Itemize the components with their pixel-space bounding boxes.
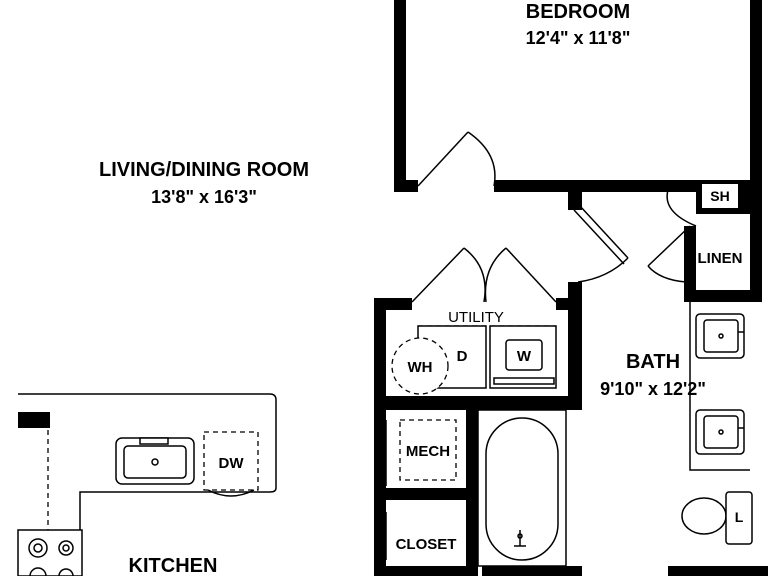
utility-door-left-swing [463, 247, 486, 303]
bedroom-right-wall [750, 0, 762, 212]
utility-door-right-leaf [505, 247, 557, 303]
bath-size: 9'10" x 12'2" [600, 379, 706, 399]
bath-fixtures: L [477, 302, 753, 567]
kitchen-sink-basin [123, 445, 187, 479]
vanity-sink-1-drain [718, 333, 724, 339]
toilet-tank [725, 491, 753, 545]
burner-2-inner [62, 544, 70, 552]
range [17, 529, 83, 576]
bedroom-door-swing [467, 131, 496, 187]
bathtub-basin [485, 417, 559, 561]
walls [18, 0, 768, 576]
toilet-bowl [681, 497, 727, 535]
burner-1-inner [33, 543, 43, 553]
vanity-counter [689, 302, 750, 471]
living-size: 13'8" x 16'3" [151, 187, 257, 207]
bedroom-name: BEDROOM [526, 1, 630, 23]
linen-door-arc [647, 265, 687, 283]
vanity-sink-1 [695, 313, 745, 359]
burner-2 [58, 540, 74, 556]
burner-4 [29, 567, 47, 576]
linen-door-swing [666, 189, 697, 227]
linen-closet-left-wall [684, 226, 696, 300]
water-heater-label: WH [408, 359, 433, 376]
utility-door-left-leaf [411, 247, 465, 303]
doors [379, 131, 697, 560]
linen-cabinet-label: L [735, 509, 744, 525]
mech-bottom-wall [374, 488, 478, 500]
bedroom-size: 12'4" x 11'8" [526, 28, 631, 48]
washer-base [493, 377, 555, 385]
dryer-label: D [457, 348, 468, 365]
bath-name: BATH [626, 351, 680, 373]
bath-door-swing [577, 257, 629, 283]
kitchen-sink [115, 437, 195, 485]
bottom-wall-right [668, 566, 768, 576]
closet-name: CLOSET [396, 536, 457, 553]
mech-door-track [379, 420, 387, 486]
linen-name: LINEN [698, 250, 743, 267]
burner-1 [28, 538, 48, 558]
kitchen-sink-drain [151, 458, 159, 466]
bath-divider-wall [568, 282, 582, 402]
mech-name: MECH [406, 443, 450, 460]
vanity-sink-2-basin [703, 415, 739, 449]
bedroom-bottom-wall [494, 180, 700, 192]
shower-name: SH [710, 188, 729, 204]
bedroom-door-leaf [417, 131, 469, 187]
bath-door-leaf [579, 205, 629, 259]
bedroom-bottom-wall-left [394, 180, 418, 192]
shower-interior [702, 184, 738, 208]
dishwasher-label: DW [219, 455, 245, 472]
linen-door-leaf [647, 225, 691, 267]
closet-door-track [379, 512, 387, 560]
mech-unit [399, 419, 457, 481]
utility-door-right-swing [484, 247, 507, 303]
dishwasher-door-arc [207, 489, 255, 497]
kitchen-counter: DW [17, 393, 277, 576]
bottom-wall-left [482, 566, 582, 576]
bath-door-leaf-inner [573, 209, 625, 265]
vanity-sink-1-basin [703, 319, 739, 353]
vanity-sink-2-drain [718, 429, 724, 435]
room-labels: BEDROOM 12'4" x 11'8" LIVING/DINING ROOM… [99, 1, 743, 576]
kitchen-left-stub [18, 412, 50, 428]
bathtub-drain [517, 533, 523, 539]
washer-label: W [517, 348, 532, 365]
kitchen-name: KITCHEN [129, 555, 218, 576]
kitchen-counter-outline [18, 393, 277, 576]
mech-right-wall [466, 396, 478, 576]
washer-lid [505, 339, 543, 371]
linen-closet-right-wall [750, 212, 762, 302]
bathtub [477, 409, 567, 567]
bath-entry-wall [568, 180, 582, 210]
dishwasher-outline [203, 431, 259, 491]
utility-name: UTILITY [448, 309, 504, 326]
kitchen-faucet [139, 437, 169, 445]
vanity-sink-2 [695, 409, 745, 455]
bedroom-left-wall [394, 0, 406, 192]
closet-bottom-wall [374, 566, 478, 576]
living-name: LIVING/DINING ROOM [99, 159, 309, 181]
linen-closet-bottom-wall [684, 290, 762, 302]
utility-fixtures: D WH W [391, 325, 557, 395]
burner-3 [58, 568, 74, 576]
water-heater [391, 337, 449, 395]
